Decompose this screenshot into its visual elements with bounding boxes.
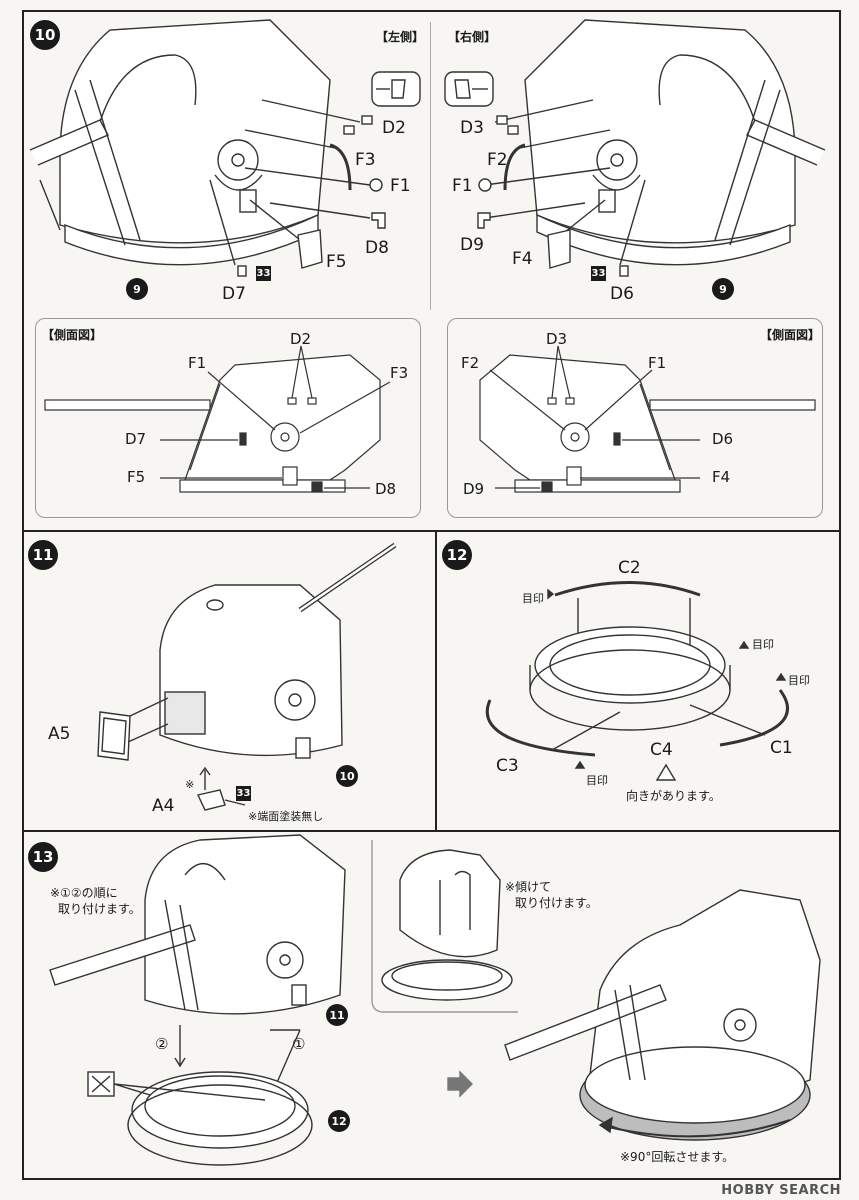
ref-10-step11: 10: [336, 765, 358, 787]
part-c1: C1: [770, 738, 793, 758]
mark-c3: 目印: [586, 774, 608, 787]
tilt-note-line2: 取り付けます。: [515, 896, 598, 910]
watermark: HOBBY SEARCH: [721, 1183, 841, 1198]
divider-step10-center: [430, 22, 431, 310]
side-left-d8: D8: [375, 480, 397, 498]
left-side-view-title: 【側面図】: [42, 328, 103, 342]
side-right-d6: D6: [712, 430, 734, 448]
divider-step12-bottom: [22, 830, 841, 832]
circle-1-label: ①: [292, 1035, 306, 1053]
tilt-note-line1: ※傾けて: [505, 880, 552, 894]
divider-step10-bottom: [22, 530, 841, 532]
side-left-f3: F3: [390, 364, 409, 382]
part-d8: D8: [365, 238, 389, 258]
side-left-f5: F5: [127, 468, 146, 486]
ref-11-step13: 11: [326, 1004, 348, 1026]
side-right-d9: D9: [463, 480, 485, 498]
mark-c1: 目印: [788, 674, 810, 687]
ref-33-left: 33: [256, 266, 271, 281]
part-c2: C2: [618, 558, 641, 578]
ref-33-right: 33: [591, 266, 606, 281]
ref-9-left: 9: [126, 278, 148, 300]
side-right-d3: D3: [546, 330, 568, 348]
part-c3: C3: [496, 756, 519, 776]
mark-c2: 目印: [522, 592, 544, 605]
part-f1-left: F1: [390, 176, 411, 196]
side-left-f1: F1: [188, 354, 207, 372]
part-d6: D6: [610, 284, 634, 304]
orientation-warning: 向きがあります。: [626, 789, 721, 803]
part-d3: D3: [460, 118, 484, 138]
part-a4: A4: [152, 796, 175, 816]
circle-2-label: ②: [155, 1035, 169, 1053]
ref-9-right: 9: [712, 278, 734, 300]
side-left-d2: D2: [290, 330, 312, 348]
right-side-label: 【右側】: [448, 30, 497, 44]
part-c4: C4: [650, 740, 673, 760]
part-f2: F2: [487, 150, 508, 170]
no-paint-note: ※端面塗装無し: [248, 810, 324, 823]
left-side-view-panel: [35, 318, 421, 518]
ref-33-step11: 33: [236, 786, 251, 801]
right-side-view-panel: [447, 318, 823, 518]
order-note-line1: ※①②の順に: [50, 886, 118, 900]
right-side-view-title: 【側面図】: [760, 328, 821, 342]
step-12-badge: 12: [442, 540, 472, 570]
mark-ring: 目印: [752, 638, 774, 651]
left-side-label: 【左側】: [376, 30, 425, 44]
order-note-line2: 取り付けます。: [58, 902, 141, 916]
divider-step11-12: [435, 530, 437, 830]
part-d7: D7: [222, 284, 246, 304]
side-left-d7: D7: [125, 430, 147, 448]
page-frame: [22, 10, 841, 1180]
part-f5: F5: [326, 252, 347, 272]
ref-12-step13: 12: [328, 1110, 350, 1132]
part-f1-right: F1: [452, 176, 473, 196]
step-11-badge: 11: [28, 540, 58, 570]
a4-asterisk: ※: [185, 778, 195, 791]
part-f4: F4: [512, 249, 533, 269]
step-10-badge: 10: [30, 20, 60, 50]
side-right-f4: F4: [712, 468, 731, 486]
part-f3: F3: [355, 150, 376, 170]
part-d2: D2: [382, 118, 406, 138]
side-right-f1: F1: [648, 354, 667, 372]
part-a5: A5: [48, 724, 71, 744]
rotate-note: ※90°回転させます。: [620, 1150, 735, 1164]
step-13-badge: 13: [28, 842, 58, 872]
part-d9: D9: [460, 235, 484, 255]
side-right-f2: F2: [461, 354, 480, 372]
